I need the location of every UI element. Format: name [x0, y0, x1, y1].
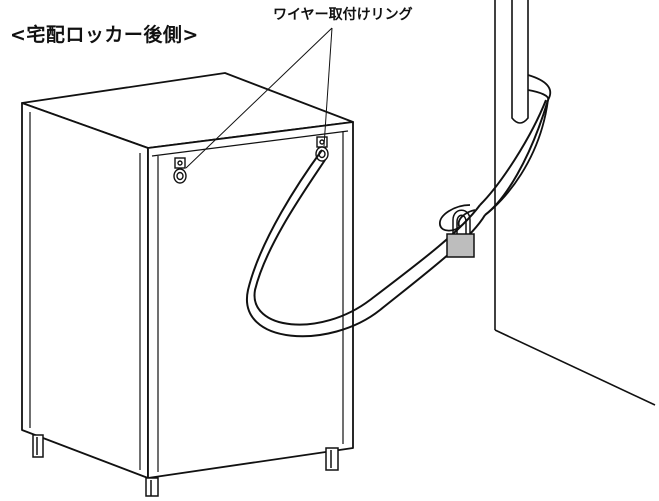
wire-ring-left [173, 157, 187, 184]
wire-loop [245, 99, 549, 338]
callout-label: ワイヤー取付けリング [273, 7, 413, 23]
wire-padlock-loop [439, 204, 476, 232]
locker-feet [32, 434, 339, 497]
diagram-title: <宅配ロッカー後側> [10, 24, 199, 46]
locker-body [21, 72, 354, 479]
pipe [511, 0, 529, 124]
padlock-icon [446, 209, 475, 258]
callout-leaders [185, 27, 333, 169]
locker-details [29, 112, 349, 472]
